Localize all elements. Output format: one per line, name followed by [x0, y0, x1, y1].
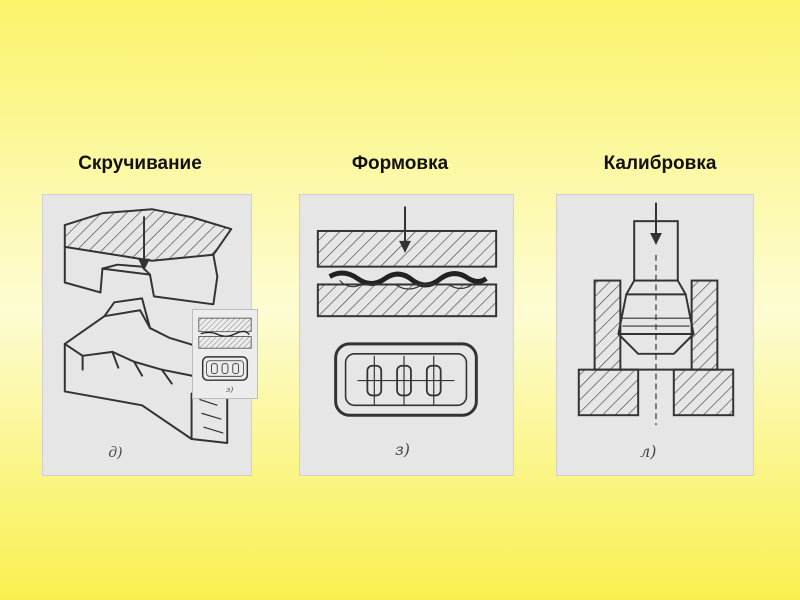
press-arrow: [399, 206, 411, 253]
calibration-diagram: л): [556, 194, 754, 476]
upper-die: [63, 208, 233, 306]
figure-mark-calibration: л): [640, 442, 656, 461]
formed-part-plan-view: [334, 342, 478, 417]
forming-inset-thumbnail: з): [192, 309, 258, 399]
press-arrow: [650, 202, 662, 245]
forming-diagram: з): [299, 194, 514, 476]
figure-mark-forming: з): [395, 440, 410, 459]
figure-mark-inset: з): [226, 385, 233, 394]
lower-die: [316, 283, 498, 318]
caption-forming: Формовка: [351, 153, 449, 174]
press-arrow: [138, 216, 150, 271]
upper-die: [316, 229, 498, 268]
caption-twisting: Скручивание: [78, 153, 202, 174]
die-ring: [593, 279, 719, 371]
caption-calibration: Калибровка: [603, 153, 717, 174]
figure-mark-twisting: д): [108, 445, 122, 461]
base-plate: [577, 254, 735, 426]
